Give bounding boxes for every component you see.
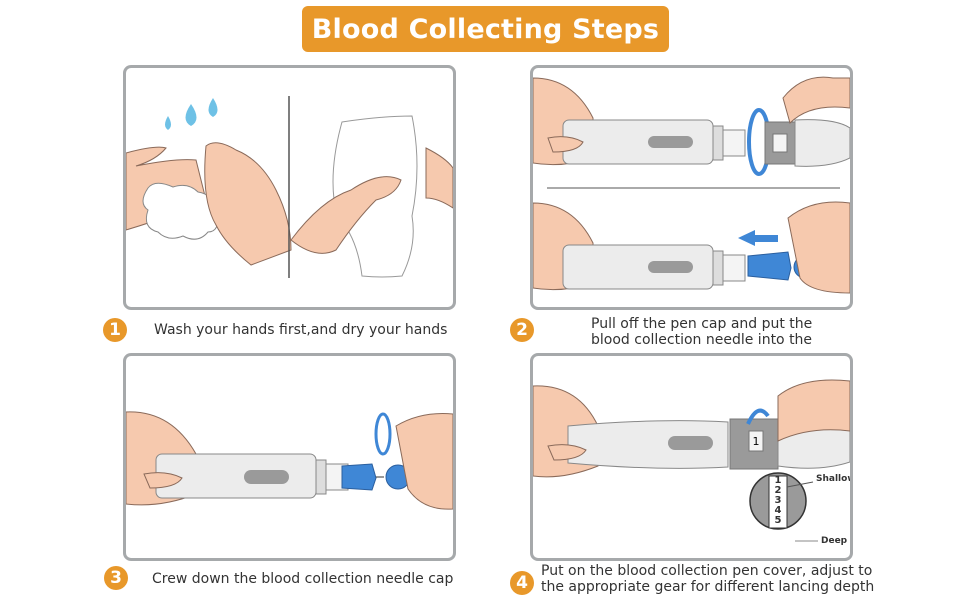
depth-scale-mark: 4 <box>774 505 782 516</box>
depth-scale-mark: 2 <box>774 485 782 496</box>
step-2-badge: 2 <box>510 318 534 342</box>
depth-scale-mark: 3 <box>774 495 782 506</box>
step-4-caption: Put on the blood collection pen cover, a… <box>541 563 874 595</box>
step-1-caption: Wash your hands first,and dry your hands <box>154 322 448 338</box>
depth-scale-mark: 5 <box>774 515 782 526</box>
water-drops-icon <box>165 98 218 130</box>
step-3-illustration <box>123 353 456 561</box>
step-4-badge: 4 <box>510 571 534 595</box>
step-2-illustration <box>530 65 853 310</box>
step-4-caption-line-2: the appropriate gear for different lanci… <box>541 579 875 595</box>
hands-washing-icon <box>126 142 292 266</box>
step-2-caption: Pull off the pen cap and put the blood c… <box>591 316 812 348</box>
rotate-arrow-icon <box>746 408 770 425</box>
towel-drying-icon <box>290 115 453 278</box>
title-banner: Blood Collecting Steps <box>302 6 669 52</box>
step-3-badge: 3 <box>104 566 128 590</box>
step-2-caption-line-1: Pull off the pen cap and put the <box>591 316 813 332</box>
lancing-pen-icon <box>126 411 349 506</box>
page-title: Blood Collecting Steps <box>311 13 660 45</box>
deep-label: Deep <box>821 536 848 546</box>
step-1-illustration <box>123 65 456 310</box>
step-3-caption: Crew down the blood collection needle ca… <box>152 571 454 587</box>
insert-arrow-icon <box>738 230 778 246</box>
current-depth-label: 1 <box>753 435 760 448</box>
step-4-caption-line-1: Put on the blood collection pen cover, a… <box>541 563 873 579</box>
step-1-badge: 1 <box>103 318 127 342</box>
step-2-caption-line-2: blood collection needle into the <box>591 332 813 348</box>
lancet-needle-icon <box>341 463 384 491</box>
lancing-pen-icon <box>533 77 746 166</box>
depth-scale-mark: 1 <box>774 475 782 486</box>
shallow-label: Shallow <box>816 474 853 484</box>
depth-dial-icon <box>749 472 818 542</box>
rotate-arrow-icon <box>374 412 392 456</box>
